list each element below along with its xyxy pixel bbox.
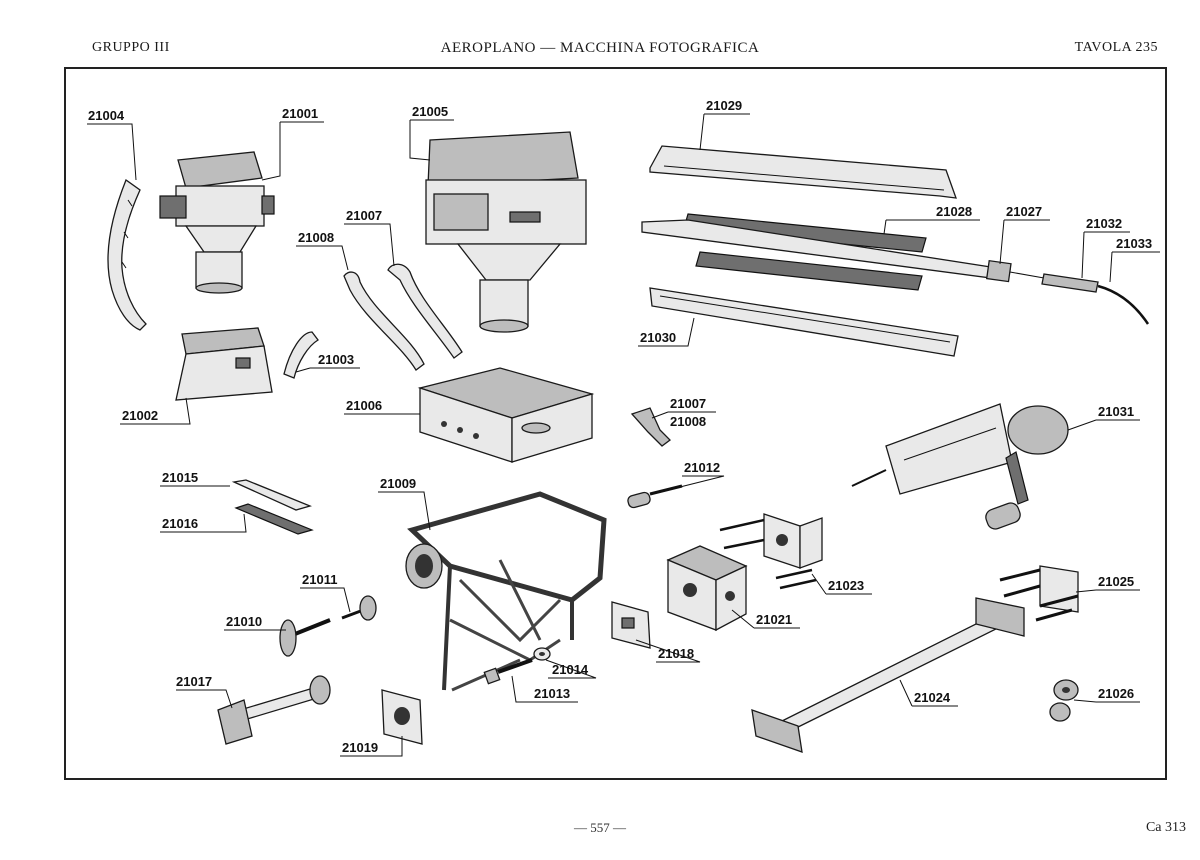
part-21033-cable — [1041, 273, 1150, 325]
label-21027: 21027 — [1006, 204, 1042, 219]
page-number: — 557 — — [574, 820, 626, 835]
document-code: Ca 313 — [1145, 820, 1186, 835]
label-21011: 21011 — [302, 572, 337, 587]
part-21016-bar — [234, 503, 314, 535]
label-21006: 21006 — [346, 398, 382, 413]
label-21025: 21025 — [1098, 574, 1134, 589]
part-21001-camera-head — [159, 151, 275, 294]
part-21017-arm — [217, 675, 331, 745]
part-21024-beam — [751, 597, 1025, 753]
label-21026: 21026 — [1098, 686, 1134, 701]
part-21025-bracket — [999, 565, 1079, 622]
label-21013: 21013 — [534, 686, 570, 701]
label-21021: 21021 — [756, 612, 792, 627]
label-21014: 21014 — [552, 662, 589, 677]
label-21033: 21033 — [1116, 236, 1152, 251]
label-21018: 21018 — [658, 646, 694, 661]
part-21013-bolt — [483, 658, 533, 685]
label-21003: 21003 — [318, 352, 354, 367]
label-21004: 21004 — [88, 108, 125, 123]
part-21023-bracket — [719, 513, 823, 590]
label-21015: 21015 — [162, 470, 198, 485]
part-21012-pin — [627, 484, 683, 509]
part-21014-washer — [533, 647, 551, 661]
part-21021-block — [666, 545, 748, 632]
label-21032: 21032 — [1086, 216, 1122, 231]
leader-lines — [87, 113, 1160, 757]
part-21007-21008-clip — [630, 407, 671, 447]
label-21016: 21016 — [162, 516, 198, 531]
part-21015-bar — [231, 479, 312, 511]
part-21007-21008-straps — [343, 263, 463, 371]
label-21031: 21031 — [1098, 404, 1134, 419]
part-21026-clamp — [1049, 679, 1079, 722]
label-21005: 21005 — [412, 104, 448, 119]
part-21031-motor — [851, 403, 1069, 530]
part-21018-plate — [611, 601, 651, 649]
part-21027-drive-assembly — [641, 213, 1081, 291]
group-label: GRUPPO III — [92, 40, 170, 55]
part-21004-strap — [107, 178, 147, 331]
label-21029: 21029 — [706, 98, 742, 113]
label-21024: 21024 — [914, 690, 951, 705]
part-21019-plate — [381, 689, 423, 745]
label-21017: 21017 — [176, 674, 212, 689]
part-21006-box — [417, 367, 595, 463]
part-21002-housing — [175, 327, 273, 401]
label-21001: 21001 — [282, 106, 318, 121]
part-21003-bracket — [283, 331, 319, 379]
part-21029-cover — [649, 145, 957, 199]
label-21007-b: 21007 — [670, 396, 706, 411]
label-21007-a: 21007 — [346, 208, 382, 223]
label-21019: 21019 — [342, 740, 378, 755]
part-21005-camera-body — [425, 131, 587, 333]
page-title: AEROPLANO — MACCHINA FOTOGRAFICA — [440, 40, 760, 56]
label-21008-b: 21008 — [670, 414, 706, 429]
label-21008-a: 21008 — [298, 230, 334, 245]
plate-number: TAVOLA 235 — [1074, 40, 1158, 55]
part-21010-wing-bolt — [279, 618, 331, 657]
label-21028: 21028 — [936, 204, 972, 219]
label-21009: 21009 — [380, 476, 416, 491]
label-21012: 21012 — [684, 460, 720, 475]
label-21010: 21010 — [226, 614, 262, 629]
label-21030: 21030 — [640, 330, 676, 345]
part-21011-wing-pin — [341, 595, 377, 621]
part-21009-mount-frame — [405, 491, 607, 692]
label-21002: 21002 — [122, 408, 158, 423]
diagram-frame — [64, 67, 1167, 780]
label-21023: 21023 — [828, 578, 864, 593]
part-21030-tray — [649, 287, 959, 357]
